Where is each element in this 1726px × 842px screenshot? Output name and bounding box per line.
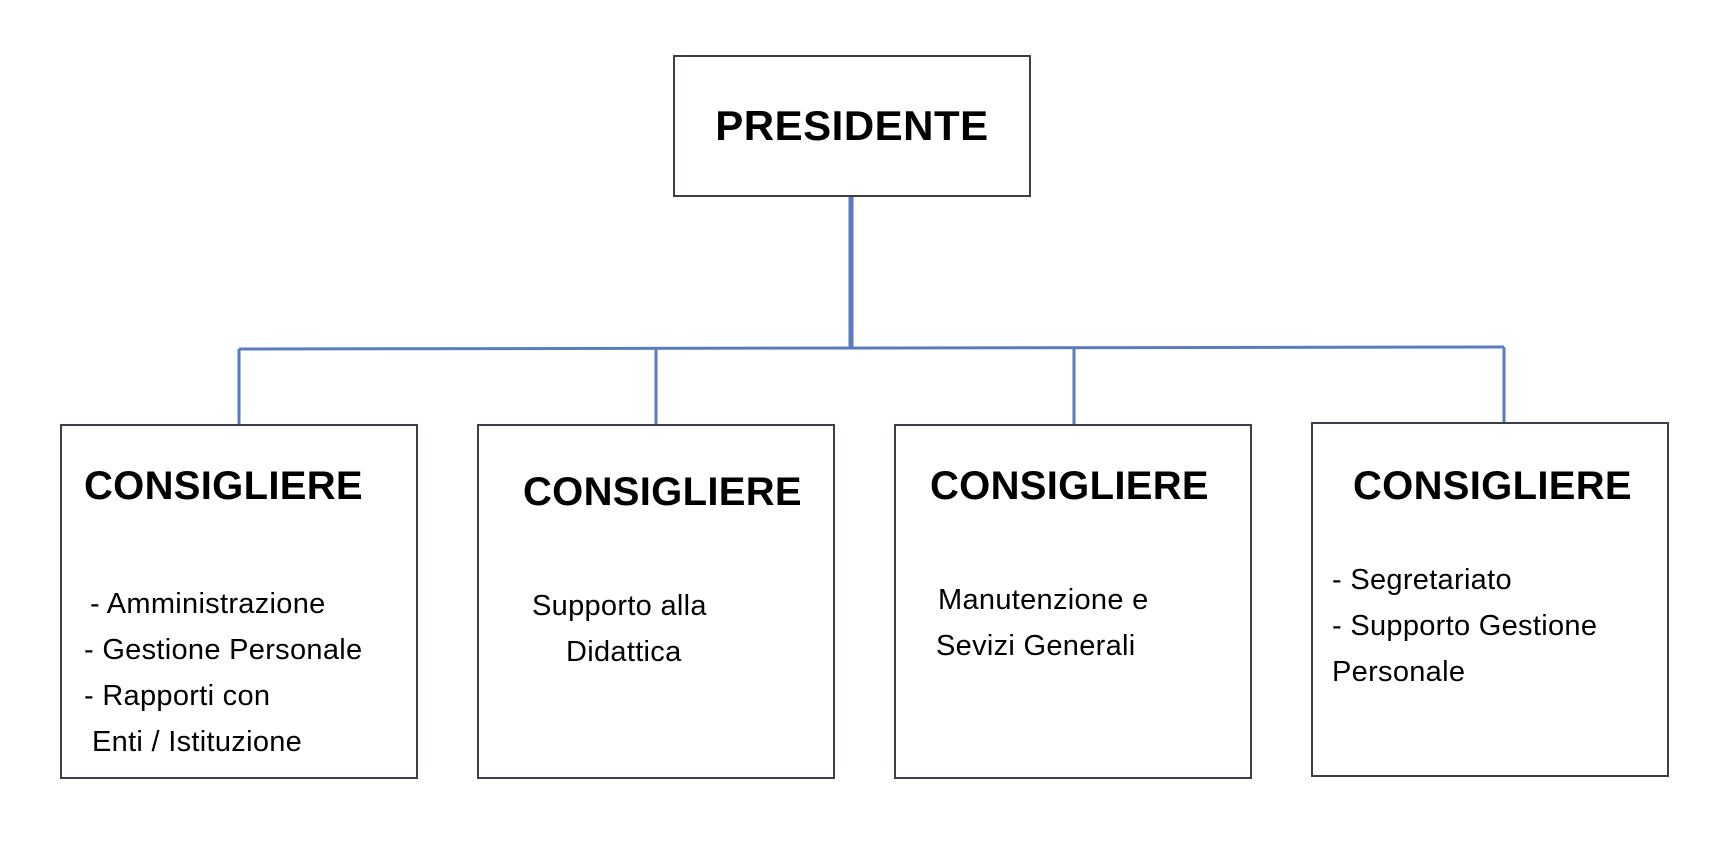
role-line: Personale [1332,656,1466,688]
role-line: Supporto alla [532,590,707,622]
role-line: Manutenzione e [938,584,1149,616]
role-line: - Amministrazione [90,588,326,620]
role-line: Didattica [566,636,682,668]
president-title: PRESIDENTE [715,102,989,149]
role-line: - Supporto Gestione [1332,610,1598,642]
councillor-title: CONSIGLIERE [930,464,1209,508]
role-line: - Gestione Personale [84,634,363,666]
president-box: PRESIDENTE [673,55,1031,197]
councillor-box-maintenance: CONSIGLIERE Manutenzione e Sevizi Genera… [894,424,1252,779]
councillor-title: CONSIGLIERE [84,464,363,508]
role-line: Enti / Istituzione [92,726,303,758]
role-line: Sevizi Generali [936,630,1136,662]
councillor-box-secretariat: CONSIGLIERE - Segretariato - Supporto Ge… [1311,422,1669,777]
councillor-title: CONSIGLIERE [1353,464,1632,508]
connector-horizontal [238,345,1505,351]
role-line: - Rapporti con [84,680,271,712]
councillor-box-teaching-support: CONSIGLIERE Supporto alla Didattica [477,424,835,779]
role-line: - Segretariato [1332,564,1512,596]
councillor-title: CONSIGLIERE [523,470,802,514]
councillor-box-administration: CONSIGLIERE - Amministrazione - Gestione… [60,424,418,779]
